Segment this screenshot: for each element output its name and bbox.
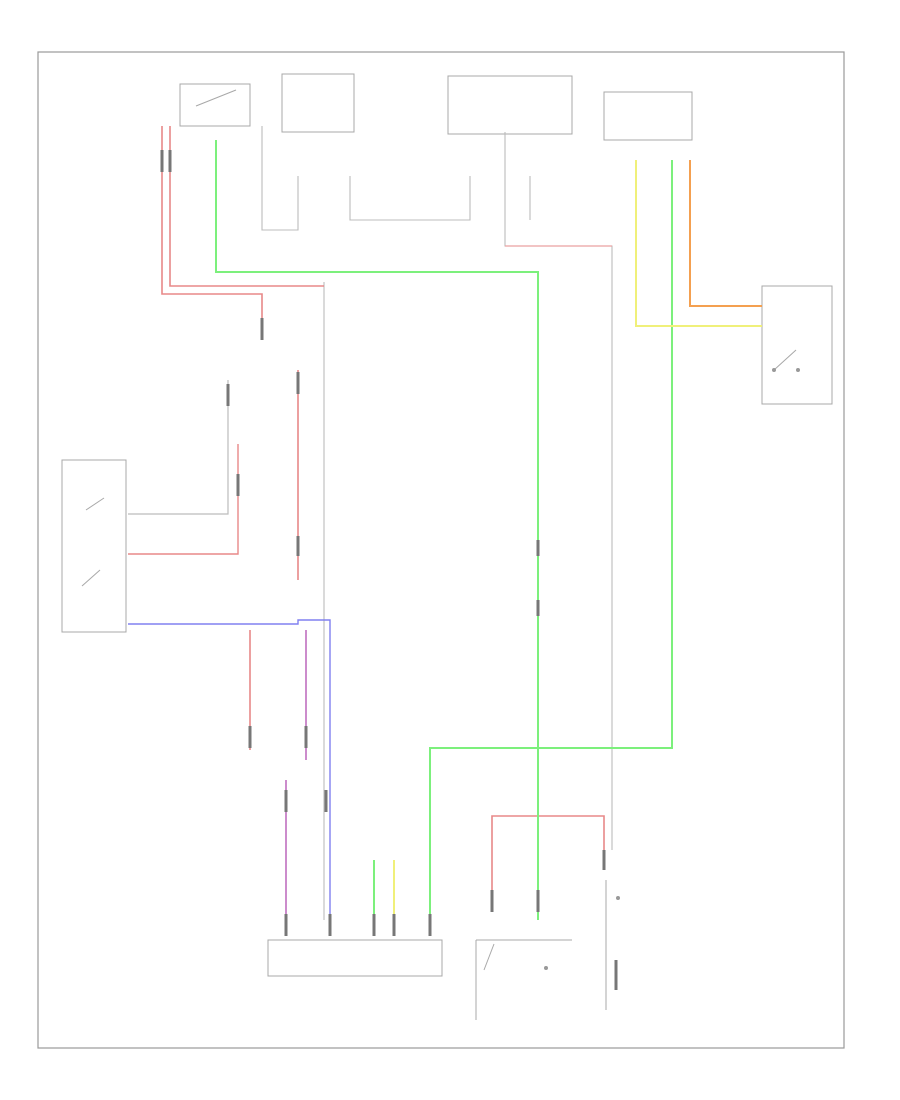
grey-wires bbox=[261, 126, 613, 920]
underhood-fuse-box bbox=[447, 75, 573, 135]
clutch-switch-right bbox=[761, 285, 833, 405]
engine-control-module bbox=[267, 939, 443, 977]
battery bbox=[605, 880, 620, 1010]
ignition-switch bbox=[603, 91, 693, 141]
purple-wires bbox=[285, 630, 307, 930]
red-wires bbox=[128, 126, 612, 900]
connectors bbox=[160, 150, 618, 990]
orange-wire bbox=[689, 160, 762, 307]
diagram-frame bbox=[37, 51, 845, 1049]
grey-clutch-feed bbox=[128, 380, 229, 515]
pcm-relay bbox=[179, 83, 251, 127]
blue-wire bbox=[128, 619, 331, 930]
under-dash-fuse-box bbox=[281, 73, 355, 133]
green-wires bbox=[215, 140, 673, 930]
starter-motor bbox=[475, 939, 572, 1020]
shift-lever-module bbox=[61, 459, 127, 633]
yellow-wires bbox=[393, 160, 762, 930]
